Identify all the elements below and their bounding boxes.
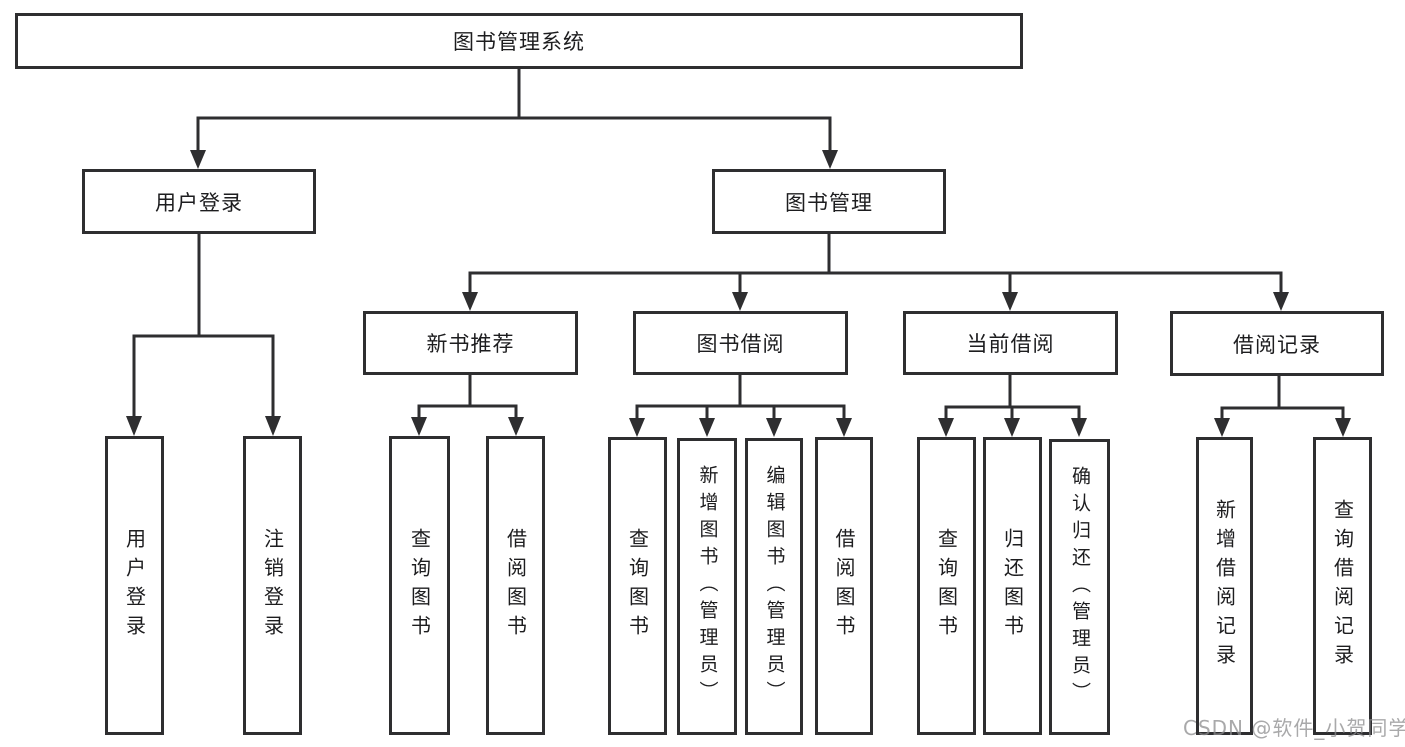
node-book-borrow: 图书借阅 xyxy=(633,311,848,375)
leaf-newbook-borrow: 借阅图书 xyxy=(486,436,545,735)
node-borrow-record-label: 借阅记录 xyxy=(1233,332,1321,357)
leaf-newbook-borrow-label: 借阅图书 xyxy=(503,527,528,644)
leaf-borrow-query-label: 查询图书 xyxy=(625,528,650,644)
leaf-borrow-borrow-label: 借阅图书 xyxy=(832,528,856,644)
connector-book-management xyxy=(462,232,1289,311)
leaf-newbook-query-label: 查询图书 xyxy=(407,527,432,644)
connector-book-borrow xyxy=(629,373,852,437)
leaf-current-confirm-admin-label: 确认归还（管理员） xyxy=(1068,465,1091,709)
node-user-login-label: 用户登录 xyxy=(155,190,243,215)
connector-borrow-record xyxy=(1214,373,1351,437)
leaf-borrow-add-admin: 新增图书（管理员） xyxy=(677,438,737,735)
leaf-record-query: 查询借阅记录 xyxy=(1313,437,1372,735)
node-current-borrow: 当前借阅 xyxy=(903,311,1118,375)
leaf-borrow-query: 查询图书 xyxy=(608,437,667,735)
leaf-borrow-edit-admin-label: 编辑图书（管理员） xyxy=(763,465,786,708)
leaf-borrow-edit-admin: 编辑图书（管理员） xyxy=(745,438,803,735)
node-new-book-recommend: 新书推荐 xyxy=(363,311,578,375)
leaf-record-add: 新增借阅记录 xyxy=(1196,437,1253,735)
leaf-current-query: 查询图书 xyxy=(917,437,976,735)
csdn-watermark: CSDN @软件_小贺同学 xyxy=(1183,716,1405,740)
connector-current-borrow xyxy=(938,373,1087,437)
connector-new-book xyxy=(411,373,524,436)
node-borrow-record: 借阅记录 xyxy=(1170,311,1384,376)
leaf-current-return-label: 归还图书 xyxy=(1000,528,1025,644)
leaf-current-confirm-admin: 确认归还（管理员） xyxy=(1049,439,1110,735)
leaf-newbook-query: 查询图书 xyxy=(389,436,450,735)
leaf-user-login: 用户登录 xyxy=(105,436,164,735)
node-current-borrow-label: 当前借阅 xyxy=(966,332,1055,356)
leaf-borrow-borrow: 借阅图书 xyxy=(815,437,873,735)
node-root: 图书管理系统 xyxy=(15,13,1023,69)
node-book-management-label: 图书管理 xyxy=(785,190,873,215)
node-new-book-recommend-label: 新书推荐 xyxy=(426,332,515,356)
connector-root xyxy=(190,67,838,169)
leaf-logout: 注销登录 xyxy=(243,436,302,735)
node-root-label: 图书管理系统 xyxy=(453,30,585,54)
leaf-current-query-label: 查询图书 xyxy=(934,528,959,644)
leaf-user-login-label: 用户登录 xyxy=(122,527,147,644)
connector-user-login xyxy=(126,232,281,436)
leaf-borrow-add-admin-label: 新增图书（管理员） xyxy=(696,465,719,708)
leaf-record-query-label: 查询借阅记录 xyxy=(1330,499,1355,673)
node-user-login: 用户登录 xyxy=(82,169,316,234)
leaf-current-return: 归还图书 xyxy=(983,437,1042,735)
node-book-borrow-label: 图书借阅 xyxy=(696,332,785,356)
leaf-logout-label: 注销登录 xyxy=(260,527,285,644)
node-book-management: 图书管理 xyxy=(712,169,946,234)
leaf-record-add-label: 新增借阅记录 xyxy=(1212,499,1237,673)
